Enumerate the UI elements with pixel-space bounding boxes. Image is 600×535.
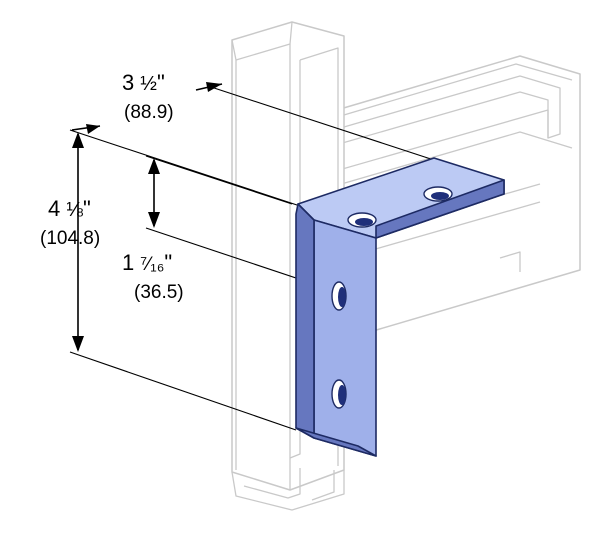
hole-spacing-metric-label: (36.5) [134, 282, 184, 303]
top-hole-2 [423, 186, 453, 202]
vertical-hole-2 [331, 379, 347, 409]
angle-bracket [295, 157, 505, 457]
vertical-hole-1 [331, 281, 347, 311]
bracket-side-edge [295, 203, 315, 439]
bracket-vertical-leg [313, 219, 377, 457]
bracket-bottom-edge [295, 427, 377, 457]
height-metric-label: (104.8) [40, 228, 100, 249]
width-metric-label: (88.9) [124, 102, 174, 123]
top-hole-1 [347, 212, 377, 228]
